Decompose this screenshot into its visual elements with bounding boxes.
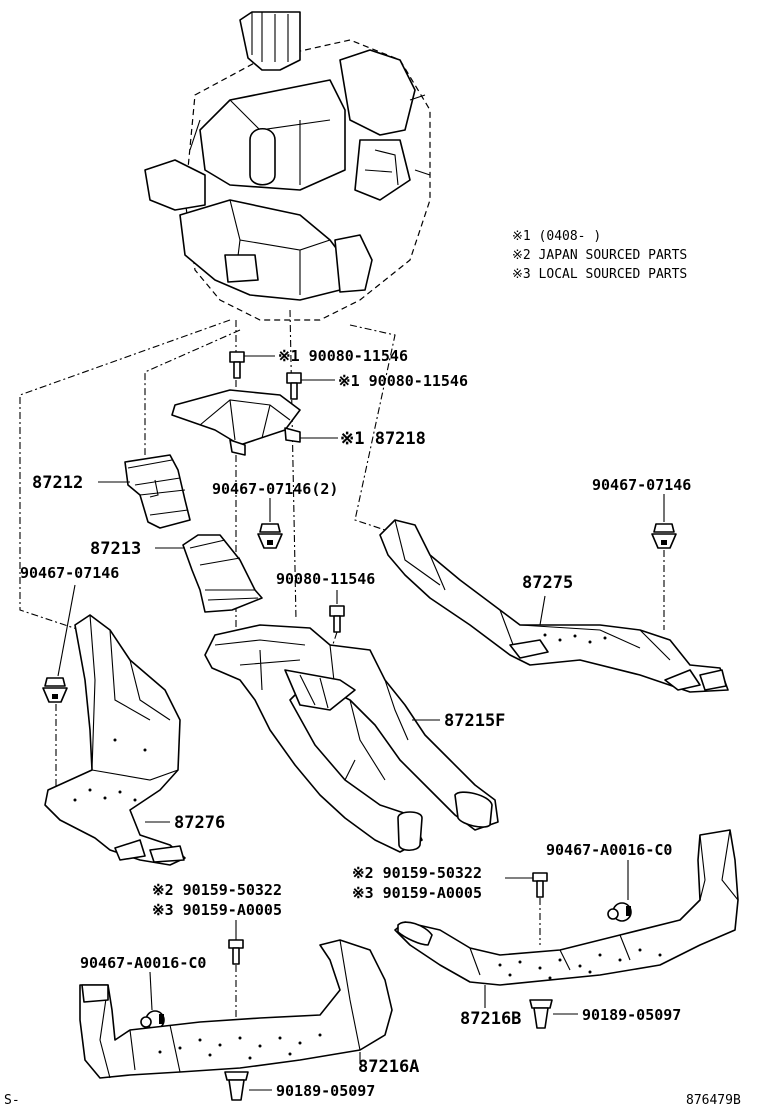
label-screw-j-left: ※2 90159-50322: [152, 881, 282, 899]
label-87276: 87276: [174, 813, 225, 833]
clip-90467-07146-left: [42, 584, 76, 800]
heater-unit-assembly: [144, 11, 431, 321]
duct-87212: [98, 454, 191, 529]
label-clip-90467-right: 90467-07146: [592, 476, 691, 494]
label-screw-l-left: ※3 90159-A0005: [152, 901, 282, 919]
duct-87275: [379, 519, 729, 693]
duct-87216A: [79, 939, 393, 1079]
label-87212: 87212: [32, 473, 83, 493]
drawing-number: 876479B: [686, 1093, 741, 1108]
label-clip-a0016-left: 90467-A0016-C0: [80, 954, 206, 972]
bolt-90080-top-2: [286, 372, 335, 400]
label-clip-90467-left: 90467-07146: [20, 564, 119, 582]
clip-90467-A0016-left: [140, 971, 165, 1030]
label-clip-90189-left: 90189-05097: [276, 1082, 375, 1100]
clip-90467-07146-pair: [257, 498, 283, 549]
screw-90159-right: [505, 872, 548, 945]
clip-90467-A0016-right: [607, 860, 632, 922]
note-2: ※2 JAPAN SOURCED PARTS: [512, 248, 687, 263]
label-87215F: 87215F: [444, 711, 505, 731]
label-87216B: 87216B: [460, 1009, 521, 1029]
note-3: ※3 LOCAL SOURCED PARTS: [512, 267, 687, 282]
label-87218: ※1 87218: [340, 429, 426, 449]
label-87213: 87213: [90, 539, 141, 559]
bolt-90080-top-1: [229, 351, 275, 379]
clip-90467-07146-right: [651, 494, 677, 630]
label-87275: 87275: [522, 573, 573, 593]
screw-90159-left: [228, 920, 244, 1018]
label-clip-90467-pair: 90467-07146(2): [212, 480, 338, 498]
label-screw-j-right: ※2 90159-50322: [352, 864, 482, 882]
label-clip-90189-right: 90189-05097: [582, 1006, 681, 1024]
clip-90189-05097-left: [224, 1071, 272, 1101]
label-screw-l-right: ※3 90159-A0005: [352, 884, 482, 902]
duct-87276: [44, 614, 186, 866]
footer-left-code: S-: [4, 1093, 20, 1108]
label-bolt-mid: 90080-11546: [276, 570, 375, 588]
clip-90189-05097-right: [529, 999, 578, 1029]
duct-87213: [155, 534, 263, 613]
label-87216A: 87216A: [358, 1057, 419, 1077]
duct-87218: [171, 389, 338, 456]
label-bolt-top-1: ※1 90080-11546: [278, 347, 408, 365]
duct-87216B: [394, 829, 739, 1008]
label-clip-a0016-right: 90467-A0016-C0: [546, 841, 672, 859]
note-1: ※1 (0408- ): [512, 229, 601, 244]
label-bolt-top-2: ※1 90080-11546: [338, 372, 468, 390]
duct-87215F: [204, 624, 499, 853]
